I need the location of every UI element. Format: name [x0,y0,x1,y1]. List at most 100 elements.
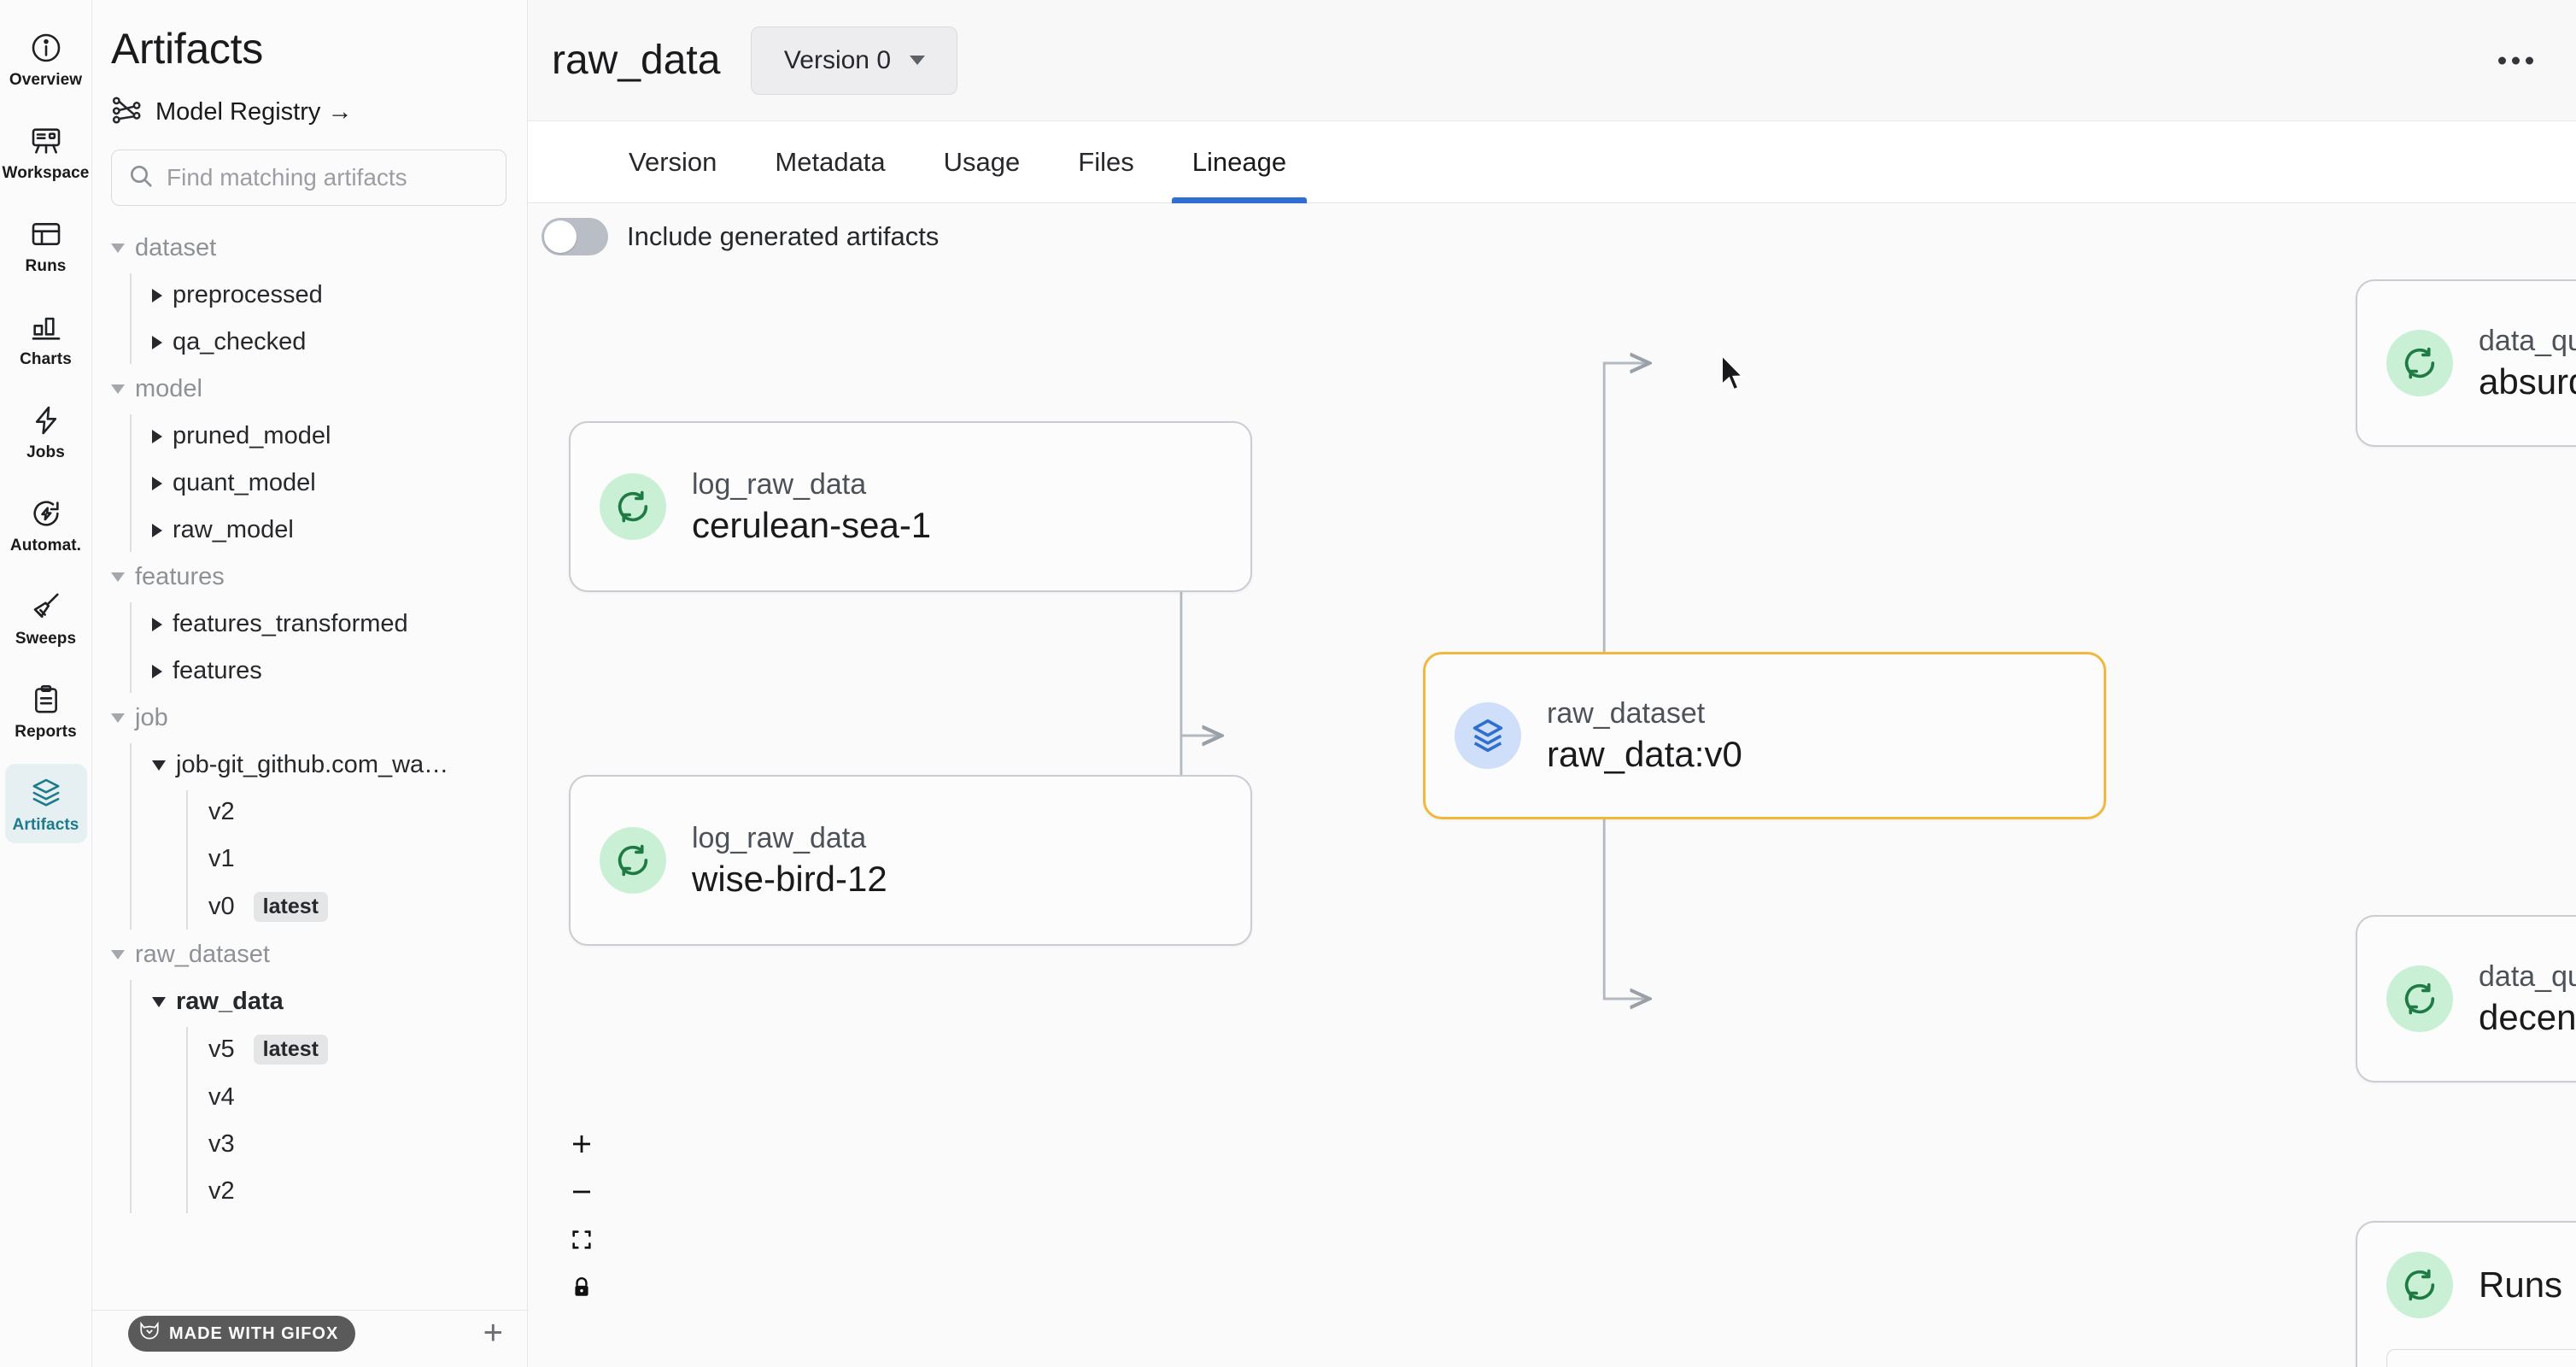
tree-children: preprocessed qa_checked [130,272,527,366]
tab-usage[interactable]: Usage [915,121,1050,202]
tree-item-features[interactable]: features [149,648,527,695]
lineage-canvas[interactable]: Include generated artifacts log_raw_data [528,204,2576,1367]
clipboard-icon [29,683,63,717]
lock-button[interactable] [558,1264,606,1311]
zoom-out-button[interactable] [558,1168,606,1216]
rail-item-runs[interactable]: Runs [5,205,87,285]
lineage-node-cerulean-sea-1[interactable]: log_raw_data cerulean-sea-1 [569,421,1252,592]
rail-item-artifacts[interactable]: Artifacts [4,764,87,843]
model-registry-label: Model Registry → [155,98,353,126]
tree-group-label: features [135,563,225,590]
tab-label: Files [1078,146,1134,177]
layers-icon [1455,702,1521,769]
rail-item-overview[interactable]: Overview [5,19,87,98]
search-input[interactable] [167,164,490,191]
artifacts-search[interactable] [111,150,506,206]
tree-item-job-git_github.com_wa[interactable]: job-git_github.com_wa… [149,742,527,789]
lineage-node-type: raw_dataset [1547,696,1706,730]
tab-label: Version [629,146,717,177]
run-refresh-icon [2386,1252,2453,1318]
rail-item-jobs[interactable]: Jobs [5,391,87,471]
rail-item-label: Overview [9,71,83,89]
rail-item-charts[interactable]: Charts [5,298,87,378]
tree-version-v2[interactable]: v2 [205,789,527,836]
tree-item-qa_checked[interactable]: qa_checked [149,319,527,366]
tab-version[interactable]: Version [600,121,746,202]
tree-item-label: raw_data [176,988,284,1015]
tree-item-pruned_model[interactable]: pruned_model [149,413,527,460]
tree-group-features[interactable]: features [92,554,527,601]
panel-divider [92,1310,527,1311]
rail-item-reports[interactable]: Reports [5,671,87,750]
search-icon [127,162,155,194]
tree-group-label: model [135,375,202,402]
tree-item-raw_data[interactable]: raw_data [149,978,527,1025]
tree-versions: v2 v1 v0 latest [186,789,527,931]
info-circle-icon [29,31,63,65]
tree-item-preprocessed[interactable]: preprocessed [149,272,527,319]
lineage-node-decent-[interactable]: data_qua decent- [2356,915,2576,1082]
chevron-right-icon [152,429,162,443]
artifact-header: raw_data Version 0 [528,0,2576,121]
tree-group-dataset[interactable]: dataset [92,225,527,272]
tree-item-raw_model[interactable]: raw_model [149,507,527,554]
runs-panel[interactable]: Runs Search Ru [2356,1221,2576,1367]
tree-version-v4[interactable]: v4 [205,1074,527,1121]
tab-label: Usage [943,146,1021,177]
rail-item-sweeps[interactable]: Sweeps [5,578,87,657]
version-selector[interactable]: Version 0 [751,26,958,95]
tree-item-label: qa_checked [173,328,307,355]
broom-icon [29,590,63,624]
tree-item-quant_model[interactable]: quant_model [149,460,527,507]
lineage-node-wise-bird-12[interactable]: log_raw_data wise-bird-12 [569,775,1252,946]
latest-badge: latest [253,1035,328,1065]
add-artifact-button[interactable]: + [483,1314,503,1352]
chevron-down-icon [111,384,125,394]
bolt-icon [29,403,63,437]
lineage-node-raw_data:v0[interactable]: raw_dataset raw_data:v0 [1423,652,2106,819]
runs-search-input[interactable]: Search Ru [2386,1349,2576,1367]
model-registry-link[interactable]: Model Registry → [92,73,527,131]
tree-version-v2[interactable]: v2 [205,1168,527,1215]
run-refresh-icon [600,473,666,540]
chevron-down-icon [111,572,125,582]
tab-lineage[interactable]: Lineage [1163,121,1315,203]
tab-metadata[interactable]: Metadata [746,121,914,202]
tree-version-v1[interactable]: v1 [205,836,527,883]
lineage-node-name: raw_data:v0 [1547,733,1742,774]
rail-item-label: Jobs [26,443,65,461]
tree-group-label: raw_dataset [135,941,270,968]
include-generated-artifacts-row: Include generated artifacts [542,218,939,255]
canvas-zoom-controls [558,1120,606,1311]
fit-view-button[interactable] [558,1216,606,1264]
run-refresh-icon [600,827,666,894]
chevron-right-icon [152,335,162,349]
zoom-in-button[interactable] [558,1120,606,1168]
more-horizontal-icon[interactable] [2486,44,2545,76]
tree-item-features_transformed[interactable]: features_transformed [149,601,527,648]
tree-version-label: v0 [208,893,235,920]
tab-files[interactable]: Files [1049,121,1162,202]
rail-item-label: Runs [25,257,67,275]
rail-item-automat[interactable]: Automat. [5,484,87,564]
tree-group-raw_dataset[interactable]: raw_dataset [92,931,527,978]
workspace-icon [29,124,63,158]
include-generated-artifacts-toggle[interactable] [542,218,608,255]
tree-version-v0[interactable]: v0 latest [205,883,527,931]
tree-version-label: v1 [208,845,235,872]
tree-version-v3[interactable]: v3 [205,1121,527,1168]
latest-badge: latest [253,892,328,922]
run-refresh-icon [2386,965,2453,1032]
rail-item-label: Charts [20,350,72,368]
rail-item-label: Sweeps [15,630,77,648]
tree-group-job[interactable]: job [92,695,527,742]
rail-item-workspace[interactable]: Workspace [3,112,89,191]
tree-version-label: v2 [208,798,235,825]
tree-group-model[interactable]: model [92,366,527,413]
tree-group-label: job [135,704,168,731]
